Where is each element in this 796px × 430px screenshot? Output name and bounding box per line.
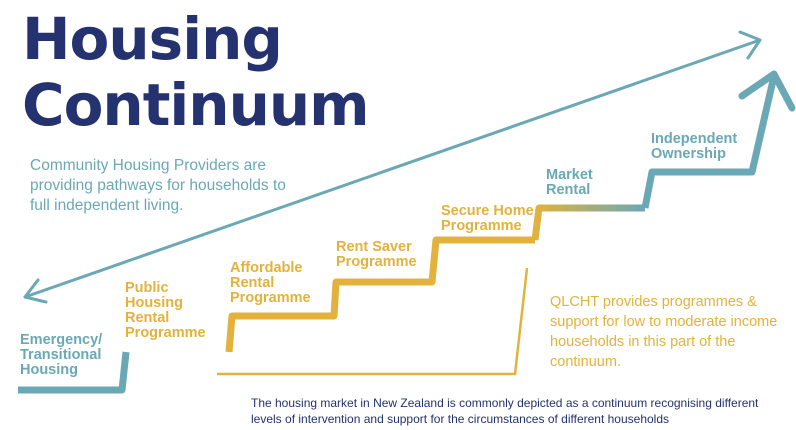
pathway-double-arrow	[23, 30, 762, 304]
step-path-secure-home	[531, 204, 645, 241]
step-label-independent-ownership: Independent Ownership	[651, 131, 738, 162]
step-label-emergency: Emergency/ Transitional Housing	[20, 332, 103, 378]
step-label-secure-home: Secure Home Programme	[441, 203, 534, 234]
caption-text: The housing market in New Zealand is com…	[251, 396, 759, 426]
staircase	[18, 70, 796, 394]
step-path-emergency	[18, 351, 130, 394]
staircase-arrowhead-icon	[738, 70, 796, 112]
gold-bracket-line	[217, 267, 529, 376]
step-label-affordable: Affordable Rental Programme	[230, 260, 311, 306]
step-label-market-rental: Market Rental	[546, 167, 593, 198]
provides-text: QLCHT provides programmes & support for …	[550, 294, 778, 370]
page-title-line-2: Continuum	[22, 71, 370, 139]
step-path-affordable	[225, 236, 535, 353]
page-title-line-1: Housing	[22, 5, 283, 73]
step-path-market	[641, 75, 778, 209]
step-label-public-housing: Public Housing Rental Programme	[125, 280, 206, 341]
step-label-rent-saver: Rent Saver Programme	[336, 239, 417, 270]
intro-text: Community Housing Providers are providin…	[30, 157, 286, 214]
